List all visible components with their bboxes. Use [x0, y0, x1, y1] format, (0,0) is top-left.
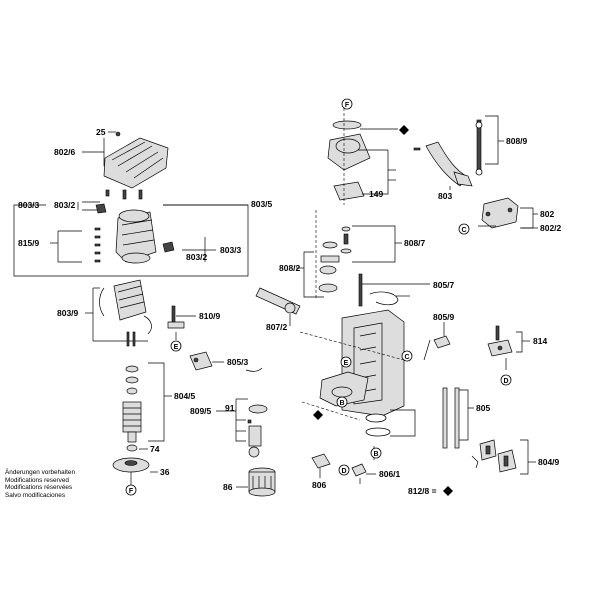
- label-805-3: 805/3: [227, 357, 249, 367]
- callout-E-center: E: [340, 356, 352, 368]
- pin-810-9: [167, 305, 185, 329]
- label-86: 86: [223, 482, 233, 492]
- fan-part: [112, 457, 150, 485]
- svg-text:B: B: [339, 400, 344, 407]
- callout-D-bottom: D: [338, 464, 350, 476]
- top-cover-part: [103, 137, 169, 189]
- label-803-2-right: 803/2: [186, 252, 208, 262]
- armature-parts: [122, 331, 142, 452]
- part-806-1: [351, 463, 367, 477]
- screws-row: [105, 189, 143, 200]
- svg-text:E: E: [344, 360, 349, 367]
- svg-text:D: D: [503, 378, 508, 385]
- callout-F-top: F: [341, 98, 353, 110]
- svg-text:B: B: [373, 451, 378, 458]
- svg-text:F: F: [345, 102, 350, 109]
- brush-holder-left: [95, 203, 107, 214]
- note-line-es: Salvo modificaciones: [5, 491, 66, 499]
- label-806: 806: [312, 480, 326, 490]
- small-screws-815-9: [94, 227, 101, 263]
- chuck-part: [248, 467, 276, 497]
- note-line-fr: Modifications réservées: [5, 484, 73, 492]
- label-803-3-right: 803/3: [220, 245, 242, 255]
- cable-814: [487, 325, 513, 357]
- label-805: 805: [476, 403, 490, 413]
- label-809-5: 809/5: [190, 406, 212, 416]
- label-804-9: 804/9: [538, 457, 560, 467]
- column-housing-part: [319, 309, 405, 417]
- label-25: 25: [96, 127, 106, 137]
- svg-text:C: C: [461, 227, 466, 234]
- rod-808-9: [475, 119, 483, 176]
- label-808-7: 808/7: [404, 238, 426, 248]
- part-805-9: [433, 335, 451, 349]
- callout-C-center: C: [401, 350, 413, 362]
- callout-B-mid: B: [336, 396, 348, 408]
- arm-807-2: [255, 287, 301, 315]
- clamp-805-3: [189, 351, 213, 371]
- handle-803: [413, 141, 473, 187]
- callout-F-bottom: F: [125, 484, 137, 496]
- callout-C-right: C: [458, 223, 470, 235]
- label-803-9: 803/9: [57, 308, 79, 318]
- gearbox-part: [327, 120, 371, 201]
- note-line-de: Änderungen vorbehalten: [5, 469, 75, 476]
- rod-805-7: [358, 273, 363, 307]
- note-line-en: Modifications reserved: [5, 476, 69, 484]
- bar-805: [442, 387, 460, 449]
- spindle-809-5: [245, 367, 268, 458]
- label-149: 149: [369, 189, 383, 199]
- diamond-marker-bottom: [443, 486, 453, 496]
- motor-housing-part: [115, 209, 157, 264]
- gear-parts-808: [318, 226, 352, 293]
- label-803-2-top: 803/2: [54, 200, 76, 210]
- svg-text:C: C: [404, 354, 409, 361]
- label-810-9: 810/9: [199, 311, 221, 321]
- callout-B-center: B: [370, 447, 382, 459]
- svg-text:F: F: [129, 488, 134, 495]
- field-coil-part: [99, 279, 152, 335]
- diamond-marker-mid: [313, 410, 323, 420]
- brushes-804-9: [471, 439, 517, 473]
- label-804-5: 804/5: [174, 391, 196, 401]
- block-802: [481, 197, 519, 229]
- label-805-9: 805/9: [433, 312, 455, 322]
- label-807-2: 807/2: [266, 322, 288, 332]
- label-812-8: 812/8 =: [408, 486, 437, 496]
- label-803-5: 803/5: [251, 199, 273, 209]
- label-802-6: 802/6: [54, 147, 76, 157]
- callout-E-left: E: [170, 340, 182, 352]
- modifications-note: Änderungen vorbehalten Modifications res…: [5, 469, 75, 499]
- label-802-2: 802/2: [540, 223, 562, 233]
- label-803: 803: [438, 191, 452, 201]
- label-806-1: 806/1: [379, 469, 401, 479]
- label-802: 802: [540, 209, 554, 219]
- label-91: 91: [225, 403, 235, 413]
- label-815-9: 815/9: [18, 238, 40, 248]
- label-808-9: 808/9: [506, 136, 528, 146]
- rings-lower: [365, 413, 391, 437]
- label-814: 814: [533, 336, 547, 346]
- diamond-marker-top: [399, 125, 409, 135]
- label-36: 36: [160, 467, 170, 477]
- label-808-2: 808/2: [279, 263, 301, 273]
- label-74: 74: [150, 444, 160, 454]
- label-803-3-left: 803/3: [18, 200, 40, 210]
- callout-D-right: D: [500, 374, 512, 386]
- svg-text:D: D: [341, 468, 346, 475]
- label-805-7: 805/7: [433, 280, 455, 290]
- brush-holder-right: [162, 241, 175, 253]
- part-806: [311, 453, 331, 469]
- svg-text:E: E: [174, 344, 179, 351]
